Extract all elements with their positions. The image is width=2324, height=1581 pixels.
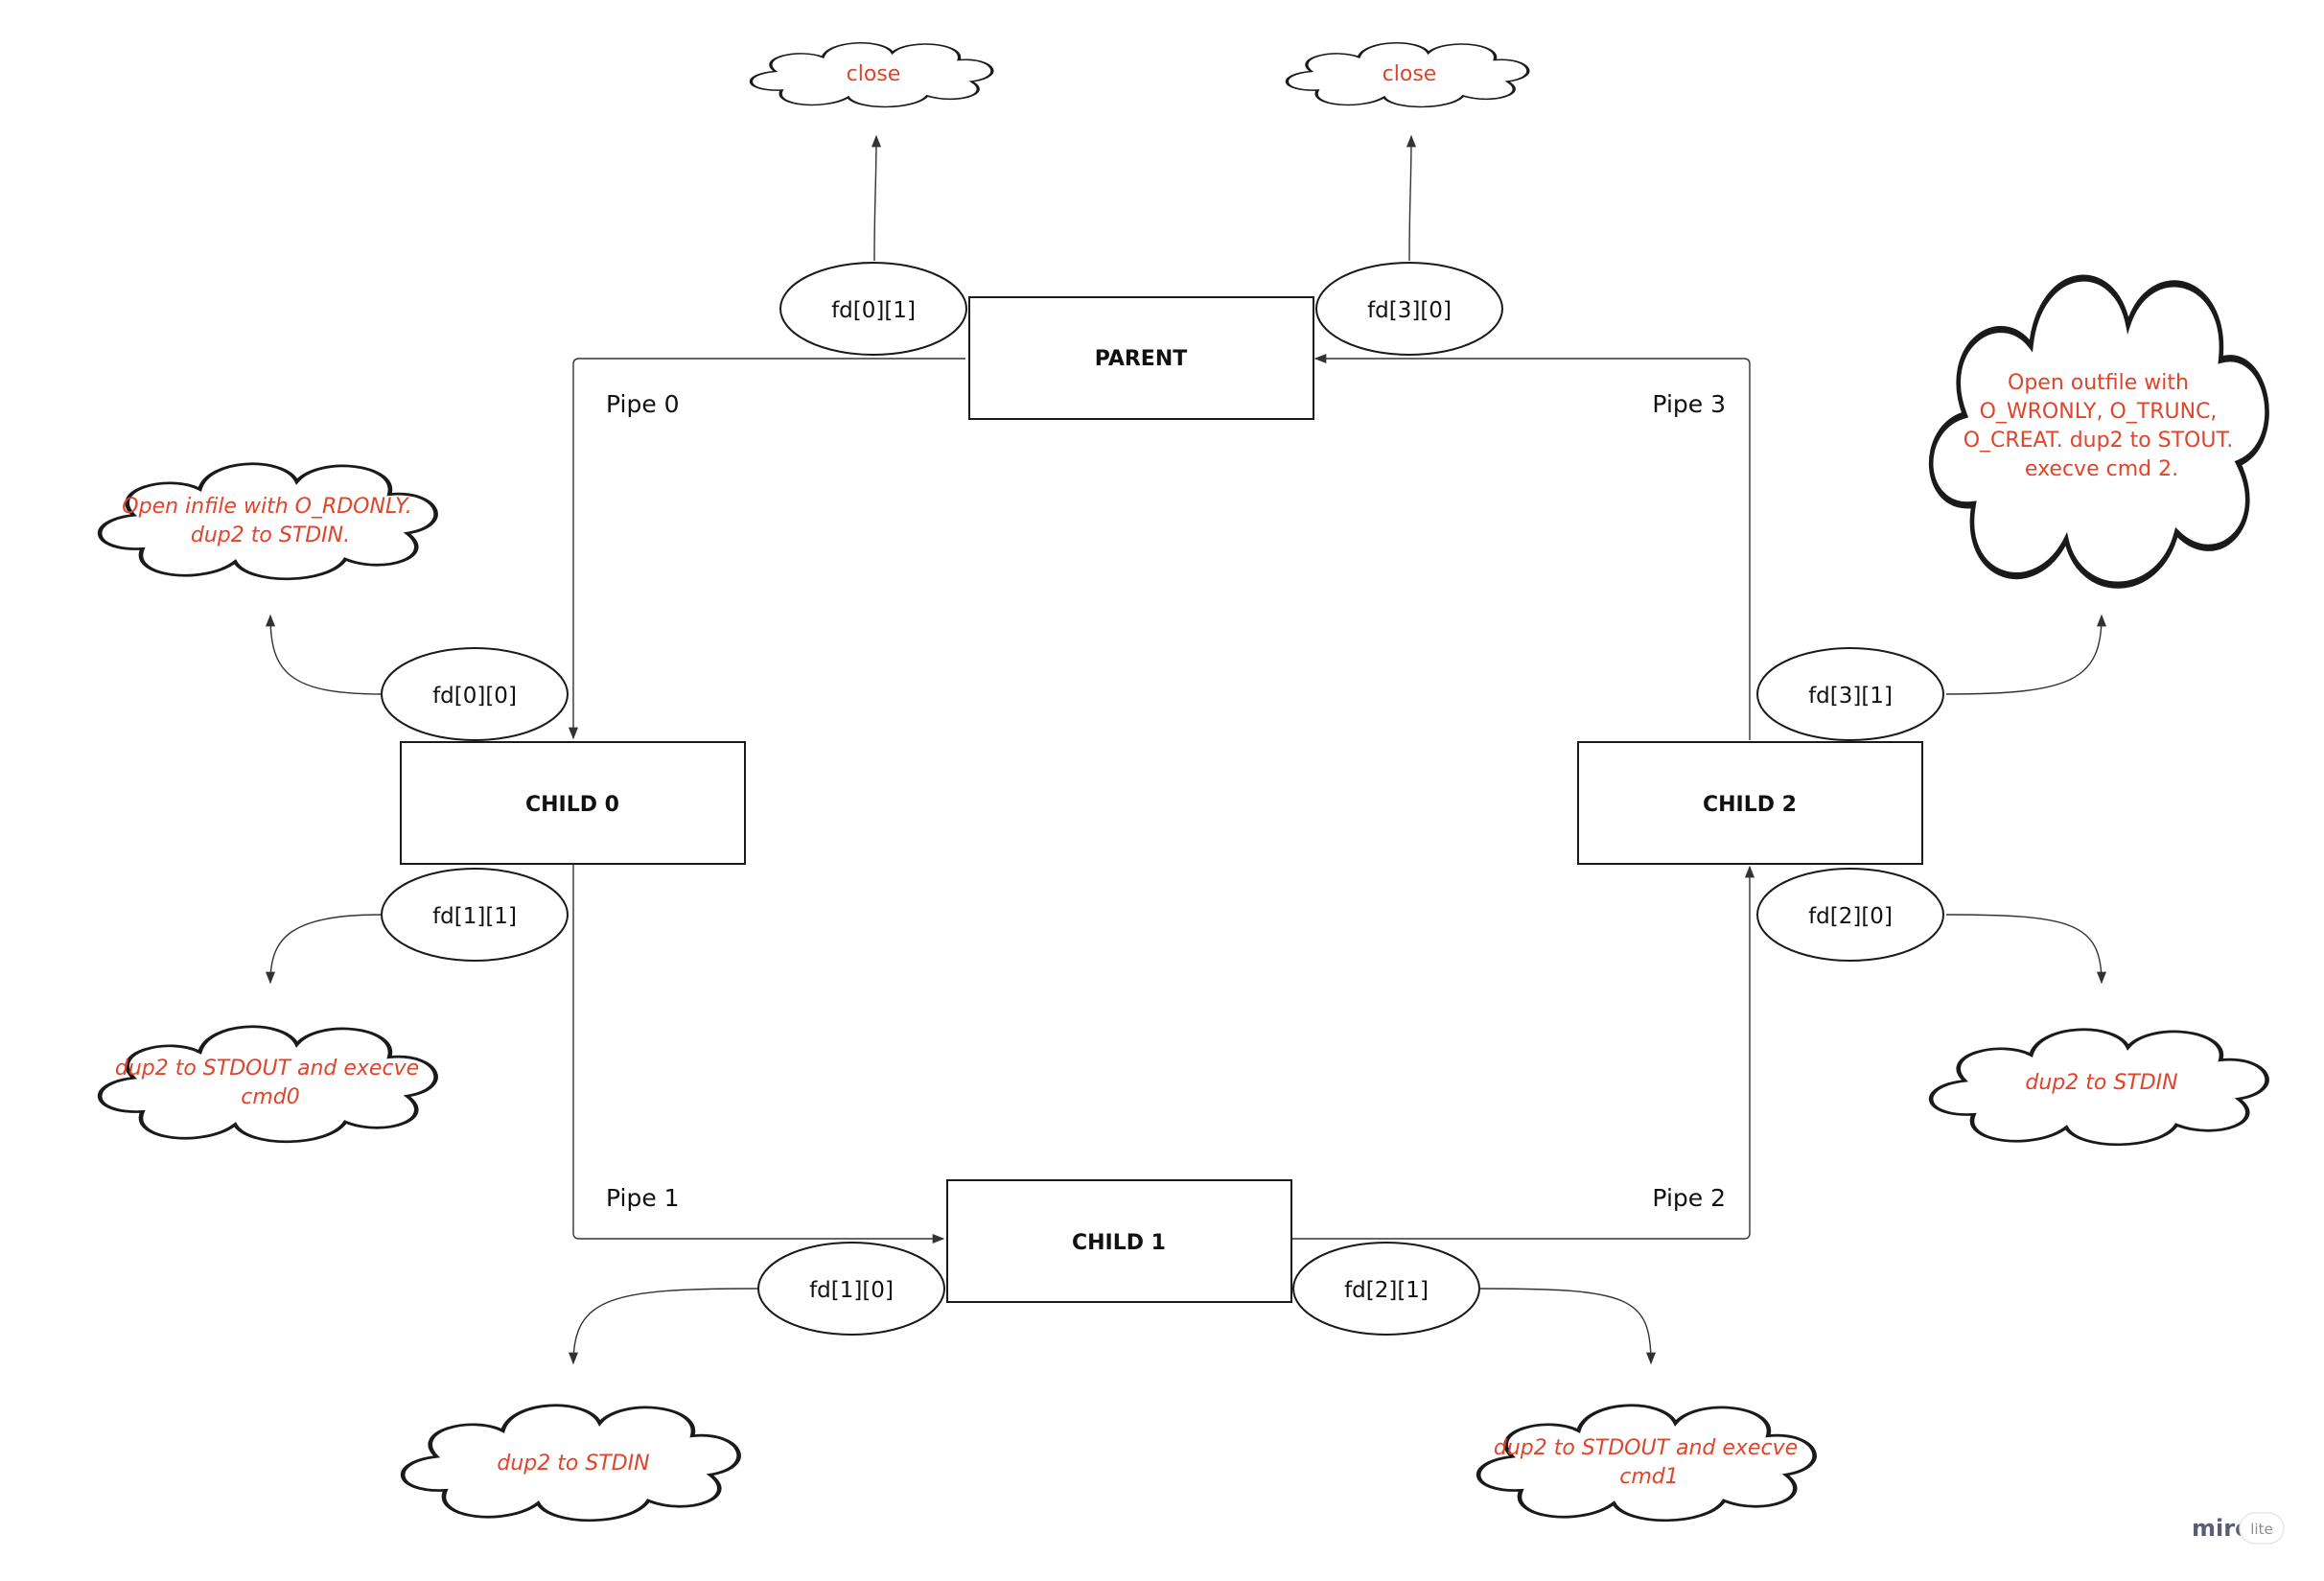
- fd10-label: fd[1][0]: [809, 1278, 894, 1303]
- pipe3-connector: [1313, 353, 1751, 740]
- cloud-child0-out: dup2 to STDOUT and execve cmd0: [98, 1025, 438, 1144]
- pipe0-label: Pipe 0: [606, 390, 680, 418]
- child1-output-note-line-1: dup2 to STDOUT and execve: [1494, 1436, 1798, 1460]
- cloud-child0-in: Open infile with O_RDONLY. dup2 to STDIN…: [98, 462, 438, 581]
- fd11-label: fd[1][1]: [432, 904, 517, 929]
- child2-input-note: dup2 to STDIN: [2025, 1071, 2177, 1095]
- child0-output-note: dup2 to STDOUT and execve cmd0: [115, 1057, 426, 1109]
- cloud-close-right: close: [1285, 42, 1530, 108]
- fd10-node[interactable]: fd[1][0]: [757, 1242, 945, 1336]
- pipe2-connector: [1290, 865, 1755, 1240]
- pipe-loop: [568, 353, 1755, 1244]
- cloud-close-left: close: [749, 42, 994, 108]
- child0-input-note-line-2: dup2 to STDIN.: [191, 523, 350, 547]
- pipe3-label: Pipe 3: [1652, 390, 1726, 418]
- cloud-child2-out: Open outfile with O_WRONLY, O_TRUNC, O_C…: [1928, 274, 2269, 589]
- fd00-to-note-connector: [265, 614, 383, 695]
- child1-box[interactable]: CHILD 1: [946, 1179, 1292, 1303]
- child1-input-note: dup2 to STDIN: [497, 1452, 649, 1476]
- brand-tier-pill: [2239, 1512, 2285, 1545]
- fd30-node[interactable]: fd[3][0]: [1315, 262, 1503, 356]
- fd31-label: fd[3][1]: [1808, 684, 1893, 709]
- child0-label: CHILD 0: [525, 793, 619, 817]
- fd01-node[interactable]: fd[0][1]: [779, 262, 967, 356]
- fd21-label: fd[2][1]: [1344, 1278, 1429, 1303]
- miro-logo[interactable]: miro lite: [2192, 1512, 2285, 1545]
- child1-output-note-line-2: cmd1: [1619, 1465, 1679, 1489]
- fd20-node[interactable]: fd[2][0]: [1756, 868, 1944, 962]
- fd20-label: fd[2][0]: [1808, 904, 1893, 929]
- child2-output-note-line-2: O_WRONLY, O_TRUNC,: [1980, 400, 2218, 424]
- fd00-node[interactable]: fd[0][0]: [381, 647, 569, 741]
- close-note-right: close: [1383, 62, 1437, 86]
- fd11-node[interactable]: fd[1][1]: [381, 868, 569, 962]
- child2-label: CHILD 2: [1703, 793, 1797, 817]
- child1-label: CHILD 1: [1072, 1231, 1166, 1255]
- fd20-to-note-connector: [1945, 914, 2107, 985]
- fd31-node[interactable]: fd[3][1]: [1756, 647, 1944, 741]
- child2-output-note: Open outfile with O_WRONLY, O_TRUNC, O_C…: [1964, 371, 2241, 481]
- pipe1-connector: [572, 865, 945, 1244]
- parent-label: PARENT: [1095, 347, 1188, 371]
- child2-output-note-line-3: O_CREAT. dup2 to STOUT.: [1964, 429, 2234, 453]
- cloud-child1-in: dup2 to STDIN: [401, 1404, 741, 1523]
- fd31-to-note-connector: [1945, 614, 2107, 695]
- close-note-left: close: [847, 62, 901, 86]
- fd01-label: fd[0][1]: [831, 298, 916, 323]
- child0-output-note-line-1: dup2 to STDOUT and execve: [115, 1057, 419, 1081]
- child2-output-note-line-1: Open outfile with: [2008, 371, 2189, 395]
- fd10-to-note-connector: [568, 1288, 758, 1365]
- pipe2-label: Pipe 2: [1652, 1184, 1726, 1212]
- fd01-to-close-connector: [871, 134, 882, 262]
- pipe1-label: Pipe 1: [606, 1184, 680, 1212]
- child1-output-note: dup2 to STDOUT and execve cmd1: [1494, 1436, 1804, 1489]
- fd30-to-close-connector: [1406, 134, 1417, 262]
- fd00-label: fd[0][0]: [432, 684, 517, 709]
- cloud-child1-out: dup2 to STDOUT and execve cmd1: [1476, 1404, 1817, 1523]
- child0-input-note-line-1: Open infile with O_RDONLY.: [122, 495, 411, 519]
- fd11-to-note-connector: [265, 914, 383, 985]
- child0-output-note-line-2: cmd0: [241, 1085, 300, 1109]
- pipe0-connector: [568, 358, 965, 740]
- fd21-to-note-connector: [1479, 1288, 1657, 1365]
- child0-box[interactable]: CHILD 0: [400, 741, 746, 865]
- child0-input-note: Open infile with O_RDONLY. dup2 to STDIN…: [122, 495, 418, 547]
- cloud-child2-in: dup2 to STDIN: [1929, 1028, 2269, 1147]
- brand-tier: lite: [2250, 1521, 2272, 1538]
- child2-output-note-line-4: execve cmd 2.: [2025, 457, 2178, 481]
- fd21-node[interactable]: fd[2][1]: [1292, 1242, 1480, 1336]
- fd-connectors: [265, 134, 2107, 1365]
- child2-box[interactable]: CHILD 2: [1577, 741, 1923, 865]
- parent-box[interactable]: PARENT: [968, 296, 1314, 420]
- fd30-label: fd[3][0]: [1367, 298, 1452, 323]
